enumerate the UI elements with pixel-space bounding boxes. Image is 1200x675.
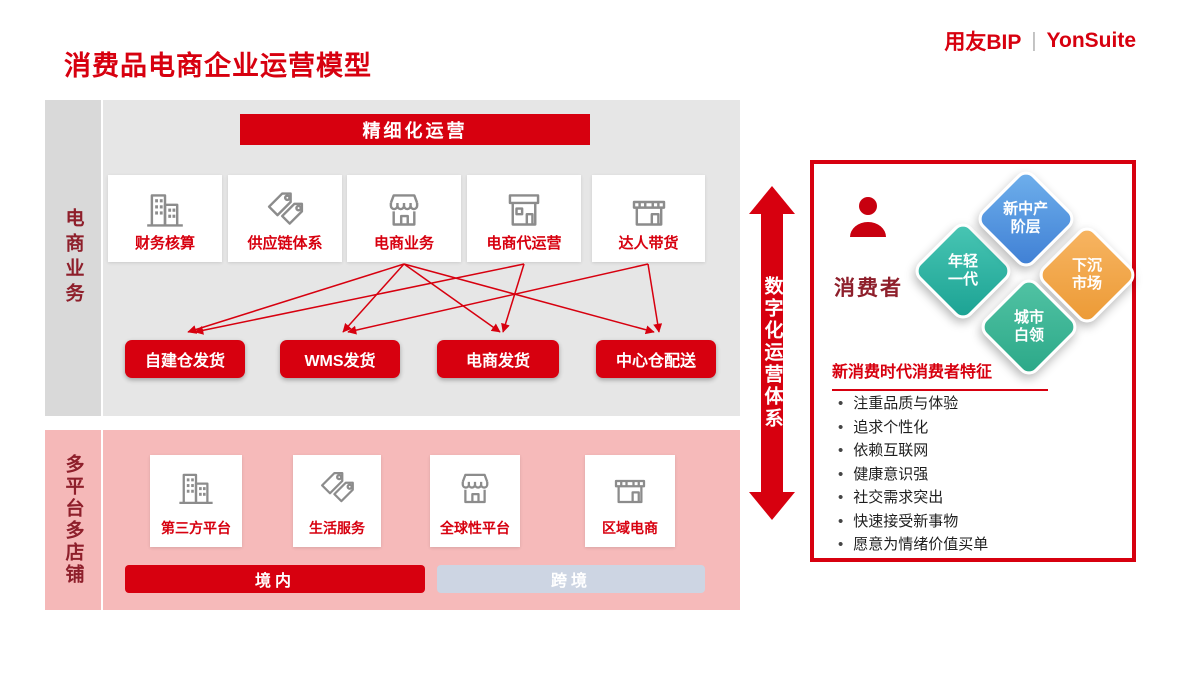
- ecommerce-card-supply-chain: 供应链体系: [228, 175, 342, 262]
- consumer-features-title: 新消费时代消费者特征: [832, 364, 993, 381]
- stall-icon: [626, 187, 672, 232]
- platform-card-third-party: 第三方平台: [150, 455, 242, 547]
- storefront-icon: [381, 187, 427, 232]
- consumer-feature-item: 健康意识强: [834, 463, 988, 487]
- buildings-icon: [175, 467, 217, 509]
- card-label: 供应链体系: [247, 235, 323, 252]
- refined-operations-banner: 精细化运营: [240, 114, 590, 145]
- tags-icon: [316, 467, 358, 509]
- segment-label: 下沉 市场: [1071, 256, 1103, 292]
- card-label: 全球性平台: [440, 520, 510, 536]
- consumer-feature-item: 依赖互联网: [834, 439, 988, 463]
- fulfillment-self-warehouse: 自建仓发货: [125, 340, 245, 378]
- ecommerce-side-bar: 电商业务: [45, 100, 101, 416]
- brand-divider: |: [1031, 29, 1037, 52]
- consumer-label: 消费者: [834, 277, 903, 300]
- region-bar-cross-border: 跨境: [437, 565, 705, 593]
- person-icon: [844, 192, 892, 240]
- card-label: 电商代运营: [486, 235, 562, 252]
- storefront-icon: [454, 467, 496, 509]
- arrow-up-head: [749, 186, 795, 214]
- shop-sign-icon: [501, 187, 547, 232]
- brand-yonyou-bip: 用友BIP: [944, 31, 1022, 54]
- tags-icon: [262, 187, 308, 232]
- flow-arrows: [187, 263, 663, 335]
- ecommerce-card-ecommerce: 电商业务: [347, 175, 461, 262]
- region-bar-domestic: 境内: [125, 565, 425, 593]
- arrow-down-head: [749, 492, 795, 520]
- platform-side-label: 多平台多店铺: [62, 454, 84, 586]
- consumer-features-list: 注重品质与体验 追求个性化 依赖互联网 健康意识强 社交需求突出 快速接受新事物…: [834, 392, 988, 557]
- segment-label: 年轻 一代: [947, 252, 979, 288]
- segment-label: 城市 白领: [1013, 308, 1045, 344]
- fulfillment-ecommerce-shipping: 电商发货: [437, 340, 559, 378]
- consumer-feature-item: 注重品质与体验: [834, 392, 988, 416]
- stall-icon: [609, 467, 651, 509]
- consumer-panel: 消费者 新中产 阶层 年轻 一代 下沉 市场 城市 白领 新消费时代消费者特征 …: [810, 160, 1140, 562]
- platform-card-life-services: 生活服务: [293, 455, 381, 547]
- brand-yonsuite: YonSuite: [1046, 29, 1136, 52]
- ecommerce-card-agency-operation: 电商代运营: [467, 175, 581, 262]
- card-label: 财务核算: [134, 235, 195, 252]
- platform-card-global: 全球性平台: [430, 455, 520, 547]
- digital-operations-label: 数字化运营体系: [761, 276, 783, 430]
- consumer-features-title-underline: 新消费时代消费者特征: [832, 358, 1048, 391]
- consumer-feature-item: 社交需求突出: [834, 486, 988, 510]
- brand-logo: 用友BIP | YonSuite: [944, 26, 1136, 56]
- digital-operations-arrow: 数字化运营体系: [749, 186, 795, 520]
- card-label: 第三方平台: [161, 520, 231, 536]
- ecommerce-card-finance: 财务核算: [108, 175, 222, 262]
- platform-side-bar: 多平台多店铺: [45, 430, 101, 610]
- card-label: 区域电商: [602, 520, 658, 536]
- fulfillment-central-warehouse: 中心仓配送: [596, 340, 716, 378]
- fulfillment-wms: WMS发货: [280, 340, 400, 378]
- card-label: 达人带货: [618, 235, 679, 252]
- consumer-feature-item: 愿意为情绪价值买单: [834, 533, 988, 557]
- ecommerce-side-label: 电商业务: [62, 208, 84, 308]
- ecommerce-card-influencer: 达人带货: [592, 175, 705, 262]
- consumer-feature-item: 追求个性化: [834, 416, 988, 440]
- card-label: 生活服务: [309, 520, 365, 536]
- consumer-feature-item: 快速接受新事物: [834, 510, 988, 534]
- segment-label: 新中产 阶层: [1003, 200, 1049, 236]
- page-title: 消费品电商企业运营模型: [64, 51, 372, 81]
- card-label: 电商业务: [373, 235, 434, 252]
- buildings-icon: [142, 187, 188, 232]
- arrow-body: [761, 212, 783, 494]
- platform-card-regional: 区域电商: [585, 455, 675, 547]
